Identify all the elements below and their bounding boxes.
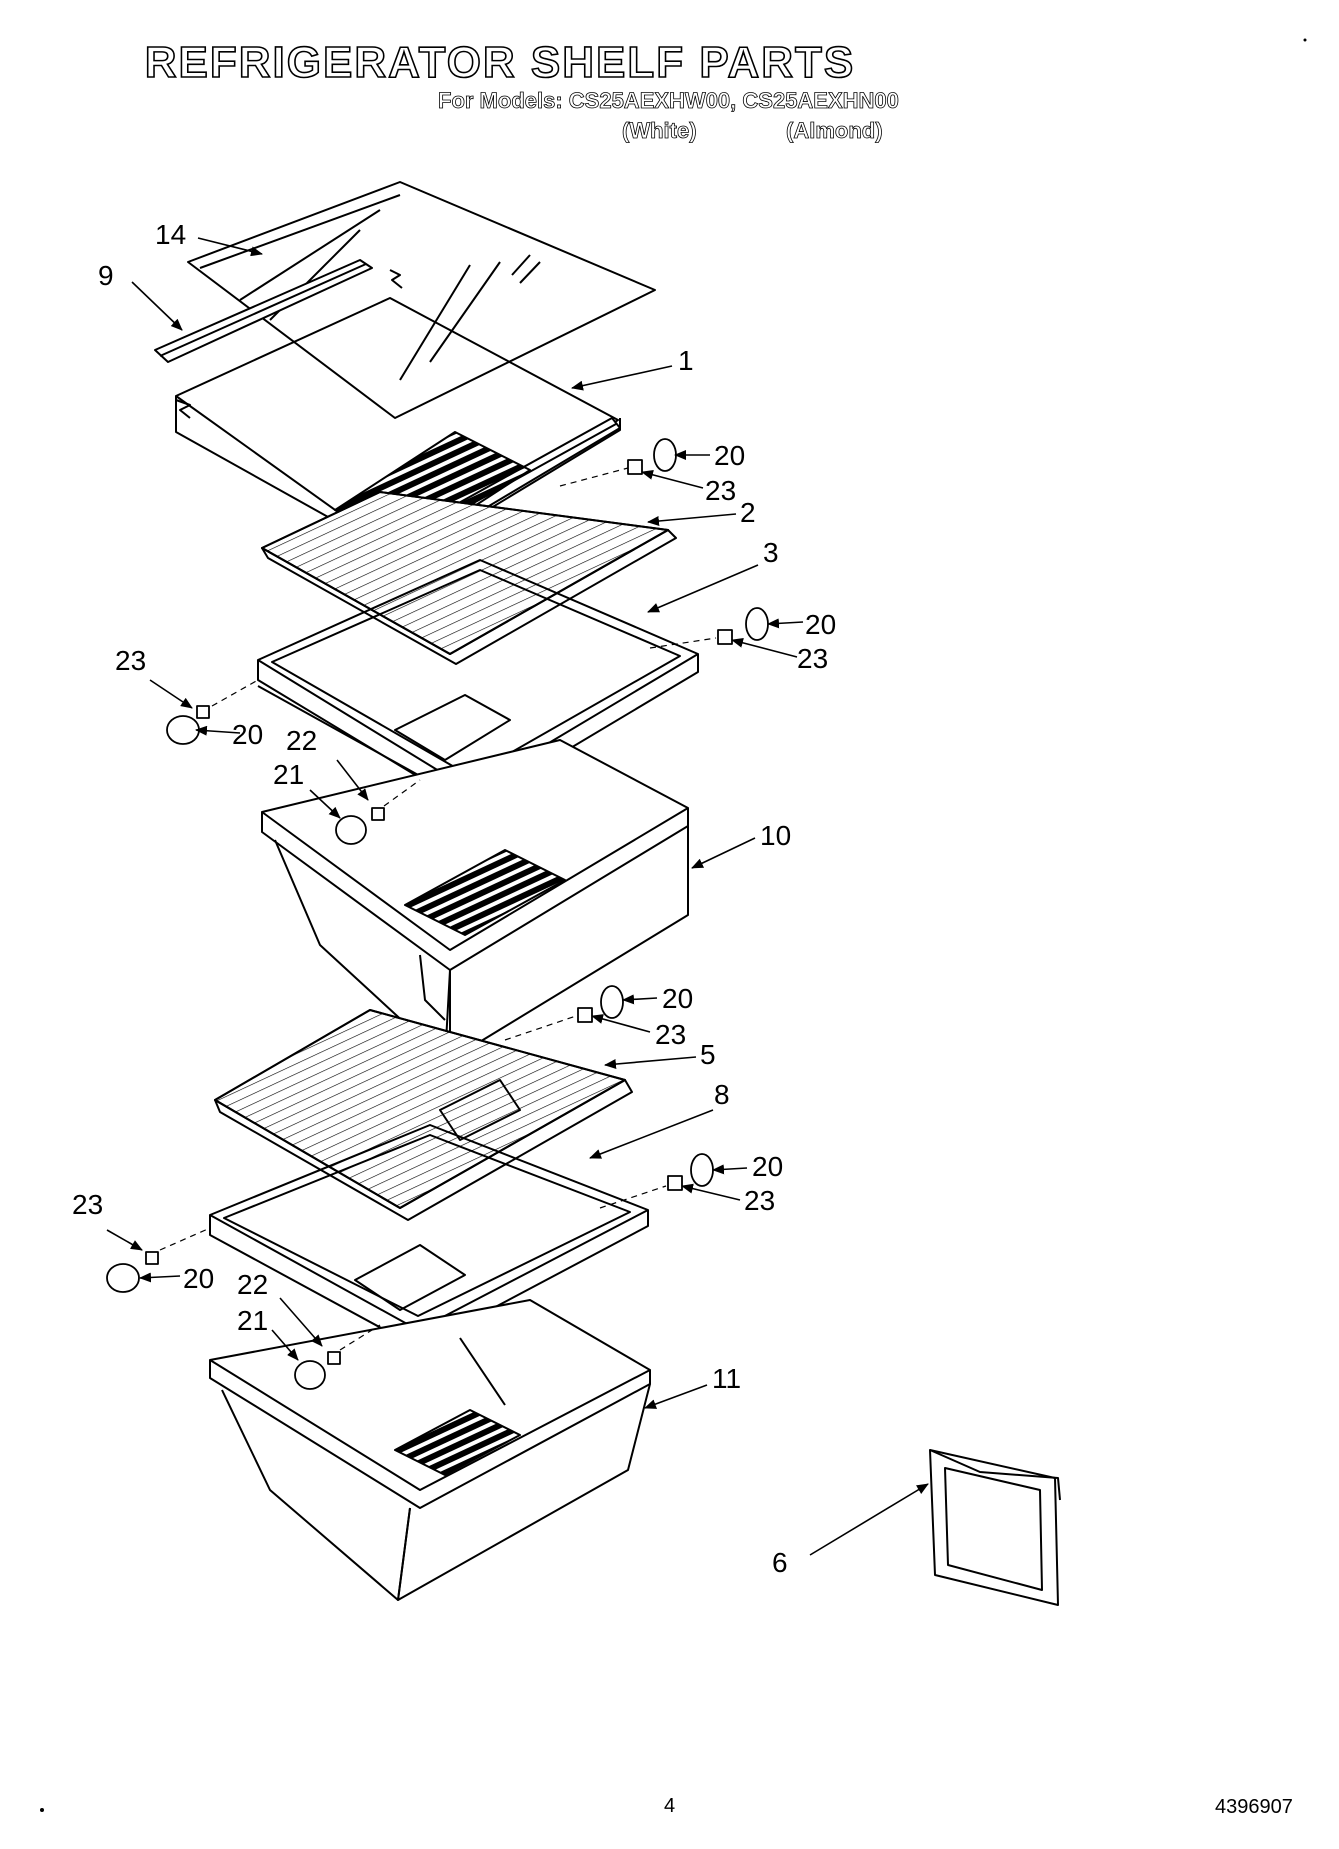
- callout-6: 6: [772, 1547, 788, 1578]
- callout-8: 8: [714, 1079, 730, 1110]
- callout-23f: 23: [72, 1189, 103, 1220]
- cover-frame-upper: [257, 559, 699, 809]
- front-trim: [154, 259, 373, 363]
- models-line: For Models: CS25AEXHW00, CS25AEXHN00: [438, 88, 900, 114]
- glass-shelf: [187, 181, 656, 419]
- callout-11: 11: [712, 1363, 741, 1394]
- callout-23b: 23: [797, 643, 828, 674]
- cover-frame-lower: [209, 1124, 649, 1349]
- callout-14: 14: [155, 219, 186, 250]
- variant-white: (White): [622, 118, 697, 144]
- callout-23d: 23: [655, 1019, 686, 1050]
- callout-9: 9: [98, 260, 114, 291]
- label-bracket: [929, 1449, 1061, 1606]
- leader-lines: [106, 237, 929, 1556]
- scan-dot: [1303, 38, 1307, 42]
- callout-22a: 22: [286, 725, 317, 756]
- callout-5: 5: [700, 1039, 716, 1070]
- callout-20c: 20: [232, 719, 263, 750]
- callout-1: 1: [678, 345, 694, 376]
- callout-2: 2: [740, 497, 756, 528]
- callout-20d: 20: [662, 983, 693, 1014]
- page-title: REFRIGERATOR SHELF PARTS: [144, 37, 856, 88]
- callout-3: 3: [763, 537, 779, 568]
- callout-22b: 22: [237, 1269, 268, 1300]
- callout-23a: 23: [705, 475, 736, 506]
- callout-10: 10: [760, 820, 791, 851]
- document-number: 4396907: [1215, 1796, 1293, 1818]
- crisper-drawer-lower: [209, 1299, 651, 1601]
- callout-23c: 23: [115, 645, 146, 676]
- variant-almond: (Almond): [786, 118, 883, 144]
- crisper-cover-upper: [261, 431, 677, 665]
- callout-21a: 21: [273, 759, 304, 790]
- callout-20b: 20: [805, 609, 836, 640]
- callout-20a: 20: [714, 440, 745, 471]
- scan-dot: [40, 1808, 44, 1812]
- screw-part-23: [145, 459, 733, 1365]
- callout-20f: 20: [183, 1263, 214, 1294]
- callout-20e: 20: [752, 1151, 783, 1182]
- crisper-drawer-upper: [261, 739, 689, 1061]
- page-number: 4: [664, 1795, 676, 1817]
- callout-21b: 21: [237, 1305, 268, 1336]
- roller-part-20: [106, 438, 769, 1390]
- callout-23e: 23: [744, 1185, 775, 1216]
